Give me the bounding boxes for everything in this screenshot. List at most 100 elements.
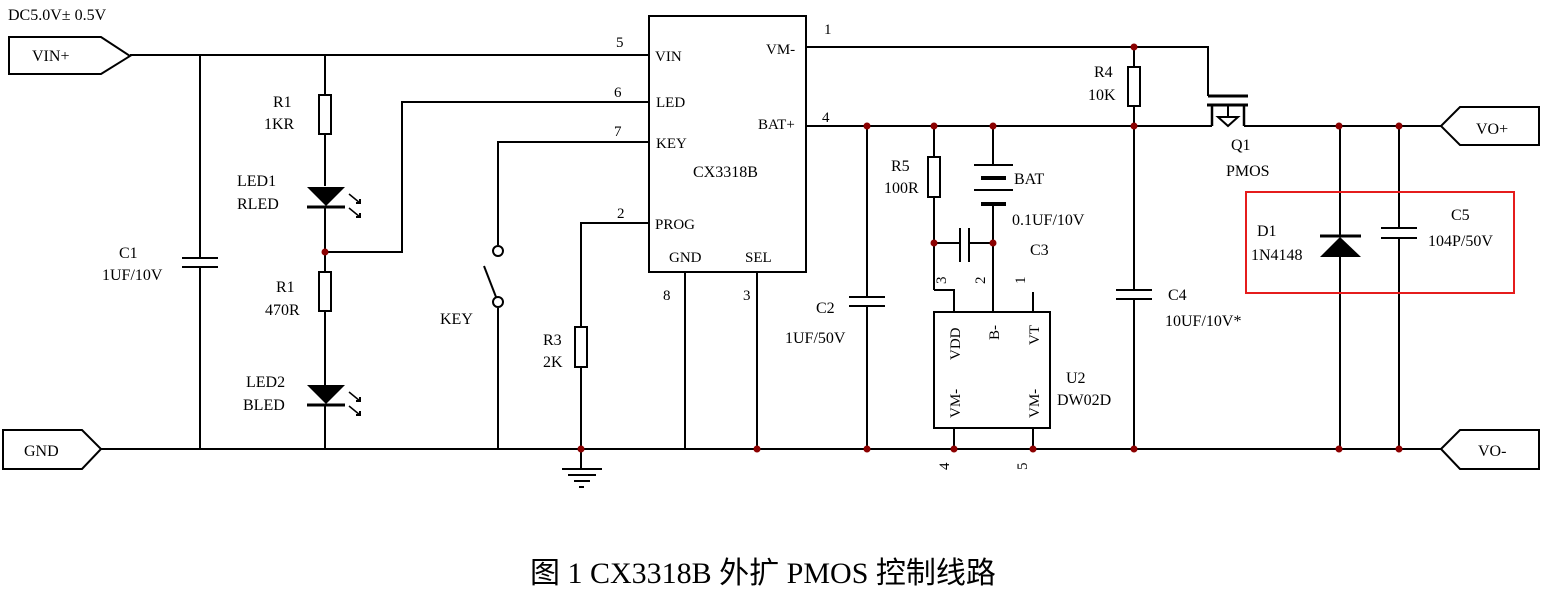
r3-ref: R3 <box>543 332 562 349</box>
junction-node <box>1395 122 1403 130</box>
figure-caption: 图 1 CX3318B 外扩 PMOS 控制线路 <box>530 557 996 589</box>
q1-ref: Q1 <box>1231 137 1251 154</box>
led-led2: LED2 BLED <box>243 374 361 416</box>
port-gnd-label: GND <box>24 443 59 460</box>
battery-bat: BAT <box>974 164 1044 206</box>
bat-ref: BAT <box>1014 171 1044 188</box>
r3-value: 2K <box>543 354 563 371</box>
u2-pin-vdd-label: VDD <box>948 327 964 360</box>
u2-pin-vm-right-num: 5 <box>1015 463 1031 471</box>
junction-node <box>1130 43 1138 51</box>
capacitor-c2: C2 1UF/50V <box>785 296 885 347</box>
junction-node <box>930 239 938 247</box>
u2-pin-vm-left-num: 4 <box>937 462 953 470</box>
junction-node <box>1395 445 1403 453</box>
resistor-r1-1kr: R1 1KR <box>264 94 332 135</box>
led1-value: RLED <box>237 196 279 213</box>
port-vo-plus: VO+ <box>1439 106 1540 146</box>
u1-name: CX3318B <box>693 164 758 181</box>
junction-node <box>863 445 871 453</box>
u1-pin-gnd-label: GND <box>669 250 702 266</box>
junction-node <box>1130 445 1138 453</box>
u2-ref: U2 <box>1066 370 1086 387</box>
transistor-q1-pmos: Q1 PMOS <box>1207 94 1270 180</box>
u1-pin-key-num: 7 <box>614 124 622 140</box>
u2-pin-vdd-num: 3 <box>934 277 950 285</box>
port-gnd: GND <box>2 429 103 470</box>
u1-pin-vin-label: VIN <box>655 49 682 65</box>
u1-pin-bat-num: 4 <box>822 110 830 126</box>
u1-pin-vm-label: VM- <box>766 42 795 58</box>
resistor-r3: R3 2K <box>543 326 588 371</box>
c3-ref: C3 <box>1030 242 1049 259</box>
capacitor-c3: 0.1UF/10V C3 <box>959 212 1085 262</box>
u1-pin-key-label: KEY <box>656 136 687 152</box>
u1-pin-sel-num: 3 <box>743 288 751 304</box>
light-arrows-icon <box>348 193 361 218</box>
u2-pin-vt-label: VT <box>1027 325 1043 345</box>
highlight-box <box>1245 191 1515 294</box>
c2-value: 1UF/50V <box>785 330 846 347</box>
u2-pin-vt-num: 1 <box>1013 277 1029 285</box>
d1-ref: D1 <box>1257 223 1277 240</box>
c4-value: 10UF/10V* <box>1165 313 1241 330</box>
junction-node <box>753 445 761 453</box>
capacitor-c5: C5 104P/50V <box>1381 207 1493 250</box>
switch-key: KEY <box>440 245 504 328</box>
junction-node <box>321 248 329 256</box>
junction-node <box>930 122 938 130</box>
port-vo-minus-label: VO- <box>1478 443 1506 460</box>
key-ref: KEY <box>440 311 473 328</box>
d1-value: 1N4148 <box>1251 247 1303 264</box>
diode-d1: D1 1N4148 <box>1251 223 1361 264</box>
capacitor-c1: C1 1UF/10V <box>102 245 218 284</box>
resistor-r1-470r: R1 470R <box>265 271 332 319</box>
junction-nodes <box>321 43 1403 453</box>
junction-node <box>989 239 997 247</box>
junction-node <box>1029 445 1037 453</box>
u2-pin-vm-left-label: VM- <box>948 389 964 418</box>
u1-pin-led-num: 6 <box>614 85 622 101</box>
junction-node <box>950 445 958 453</box>
u1-pin-sel-label: SEL <box>745 250 772 266</box>
junction-node <box>1335 122 1343 130</box>
c3-value: 0.1UF/10V <box>1012 212 1085 229</box>
junction-node <box>863 122 871 130</box>
u2-name: DW02D <box>1057 392 1111 409</box>
ic-u2-dw02d: VDD B- VT VM- VM- 3 2 1 4 5 U2 DW02D <box>933 277 1111 471</box>
resistor-r4: R4 10K <box>1088 64 1141 107</box>
c1-ref: C1 <box>119 245 138 262</box>
q1-value: PMOS <box>1226 163 1270 180</box>
u1-pin-vm-num: 1 <box>824 22 832 38</box>
port-vin-plus-label: VIN+ <box>32 48 69 65</box>
c5-ref: C5 <box>1451 207 1470 224</box>
r4-value: 10K <box>1088 87 1116 104</box>
junction-node <box>577 445 585 453</box>
wires <box>101 46 1441 469</box>
junction-node <box>1335 445 1343 453</box>
u1-pin-gnd-num: 8 <box>663 288 671 304</box>
r1-bottom-ref: R1 <box>276 279 295 296</box>
c2-ref: C2 <box>816 300 835 317</box>
led-led1: LED1 RLED <box>237 173 361 218</box>
u1-pin-prog-label: PROG <box>655 217 695 233</box>
u1-pin-led-label: LED <box>656 95 685 111</box>
u2-pin-vm-right-label: VM- <box>1027 389 1043 418</box>
ic-u1-cx3318b: CX3318B VIN 5 LED 6 KEY 7 PROG 2 GND 8 S… <box>614 15 832 304</box>
r5-ref: R5 <box>891 158 910 175</box>
c1-value: 1UF/10V <box>102 267 163 284</box>
ground-icon <box>562 468 602 488</box>
supply-voltage-label: DC5.0V± 0.5V <box>8 7 107 24</box>
light-arrows-icon <box>348 391 361 416</box>
r1-top-value: 1KR <box>264 116 295 133</box>
capacitor-c4: C4 10UF/10V* <box>1116 287 1241 330</box>
r1-bottom-value: 470R <box>265 302 300 319</box>
r4-ref: R4 <box>1094 64 1113 81</box>
u2-pin-bminus-label: B- <box>987 325 1003 340</box>
led1-ref: LED1 <box>237 173 276 190</box>
u1-pin-prog-num: 2 <box>617 206 625 222</box>
u2-pin-bminus-num: 2 <box>973 277 989 285</box>
led2-value: BLED <box>243 397 285 414</box>
r5-value: 100R <box>884 180 919 197</box>
